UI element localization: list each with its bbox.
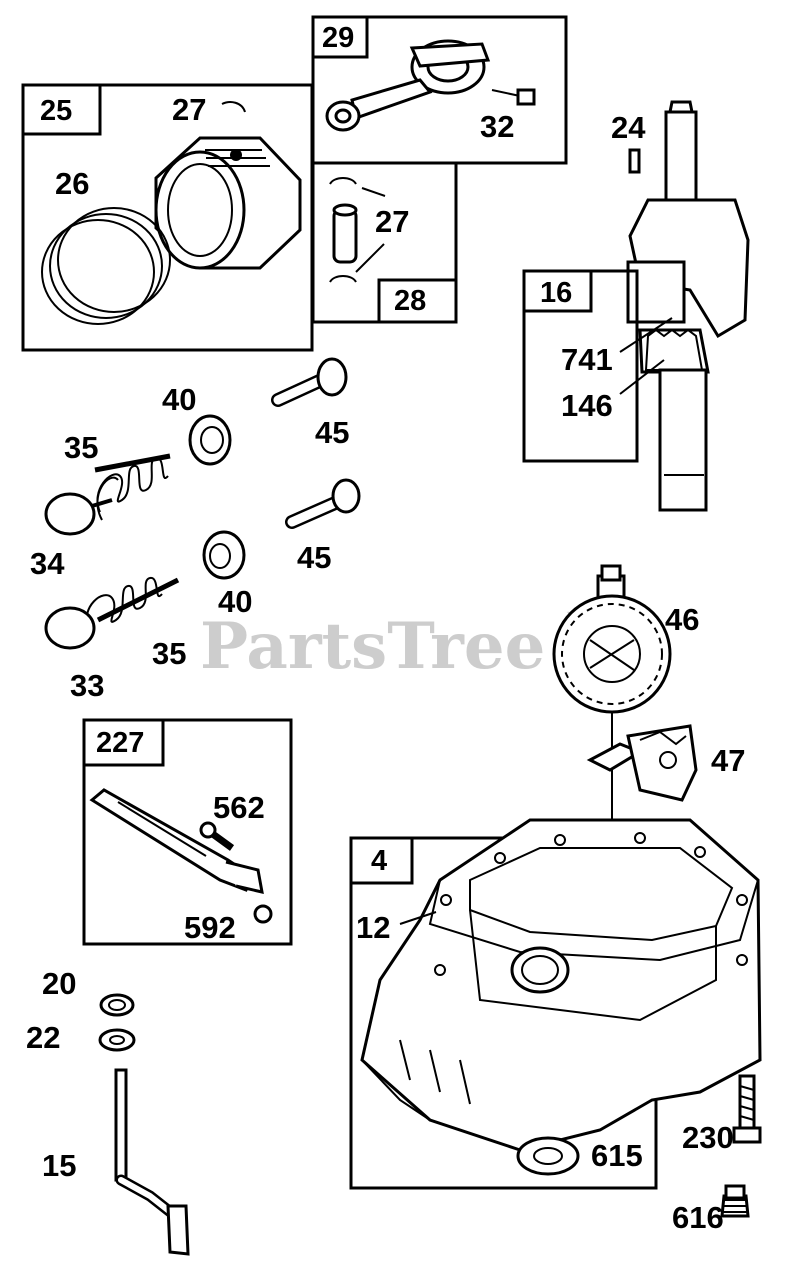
callout-40-upper: 40 <box>162 382 196 417</box>
callout-22: 230 <box>682 1120 734 1155</box>
camshaft-gear-part <box>552 564 672 714</box>
crankshaft-part <box>626 100 750 512</box>
valve-retainer-upper-part <box>188 414 232 466</box>
watermark: PartsTree <box>200 609 545 684</box>
callout-12: 12 <box>356 910 390 945</box>
callout-35-upper: 35 <box>64 430 98 465</box>
callout-615: 20 <box>42 966 76 1001</box>
callout-592: 592 <box>184 910 236 945</box>
sump-bolt-part <box>732 1074 762 1144</box>
callout-146: 146 <box>561 388 613 423</box>
leader-741 <box>619 317 673 353</box>
governor-lever-part <box>89 788 264 894</box>
box-16-number: 16 <box>540 277 572 309</box>
callout-33: 33 <box>70 668 104 703</box>
box-28: 28 <box>311 161 458 324</box>
callout-616: 15 <box>42 1148 76 1183</box>
callout-24: 24 <box>611 110 646 145</box>
callout-26: 26 <box>55 166 89 201</box>
box-25-number: 25 <box>40 95 72 127</box>
callout-32: 32 <box>480 109 514 144</box>
callout-15: 616 <box>672 1200 724 1235</box>
valve-spring-upper-part <box>44 453 171 536</box>
piston-part <box>154 136 302 270</box>
clip-part <box>221 101 246 113</box>
leader-12 <box>399 911 437 925</box>
leader-146 <box>619 359 665 395</box>
oil-seal-part <box>516 1136 580 1176</box>
callout-46: 46 <box>665 602 699 637</box>
valve-spring-lower-part <box>44 577 180 650</box>
callout-40-lower: 40 <box>218 584 252 619</box>
box-29-number: 29 <box>322 22 354 54</box>
box-227-number: 227 <box>96 727 144 759</box>
callout-27-pin-clip: 27 <box>375 204 409 239</box>
box-16: 16 <box>522 269 639 463</box>
governor-washer-part <box>98 1028 136 1052</box>
callout-45-lower: 45 <box>297 540 331 575</box>
crankcase-sump-part <box>360 818 762 1152</box>
box-29: 29 <box>311 15 568 165</box>
drain-plug-part <box>720 1184 750 1218</box>
valve-retainer-lower-part <box>202 530 246 580</box>
callout-27-piston-clip: 27 <box>172 92 206 127</box>
connecting-rod-part <box>325 39 491 132</box>
lever-screw-part <box>199 821 235 851</box>
governor-shaft-part <box>114 1068 190 1256</box>
callout-35-lower: 35 <box>152 636 186 671</box>
box-227: 227 <box>82 718 293 946</box>
callout-562: 562 <box>213 790 265 825</box>
rod-bolt-part <box>491 88 536 106</box>
box-4-number: 4 <box>371 845 387 877</box>
lever-nut-part <box>253 904 273 924</box>
valve-guide-lower-part <box>285 478 361 529</box>
piston-rings-part <box>41 207 171 325</box>
callout-47: 47 <box>711 743 745 778</box>
box-28-number: 28 <box>394 285 426 317</box>
callout-34: 34 <box>30 546 65 581</box>
valve-guide-upper-part <box>271 357 348 407</box>
callout-45-upper: 45 <box>315 415 349 450</box>
key-part <box>628 148 641 174</box>
callout-230: 22 <box>26 1020 60 1055</box>
callout-20: 615 <box>591 1138 643 1173</box>
governor-shaft-seal-part <box>99 993 135 1017</box>
governor-part <box>586 724 698 802</box>
callout-741: 741 <box>561 342 613 377</box>
wrist-pin-part <box>329 177 386 283</box>
